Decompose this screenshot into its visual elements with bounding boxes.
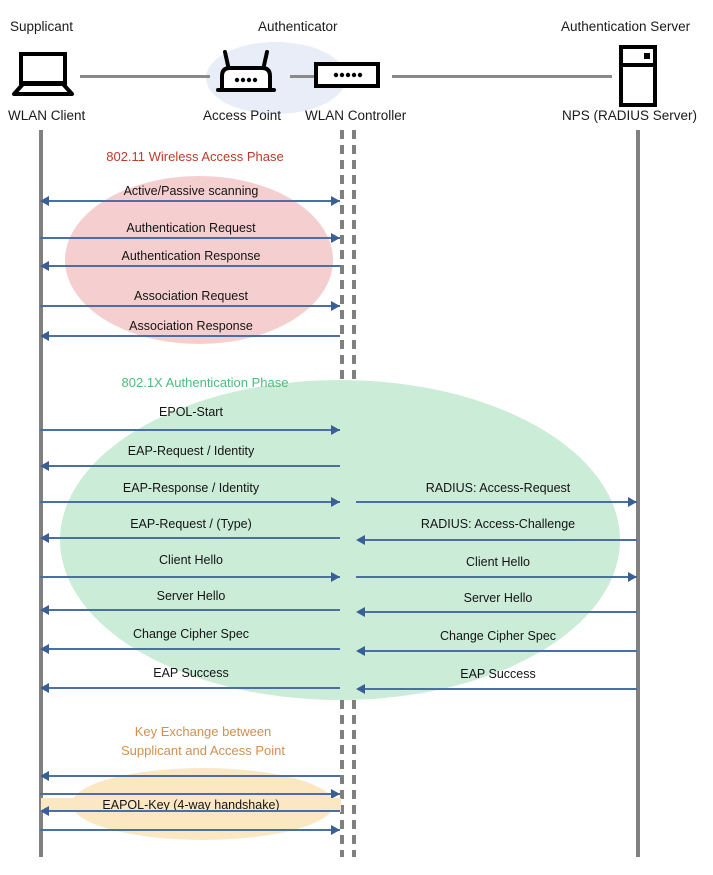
- arrowhead-right-icon: [331, 789, 340, 799]
- message-label: Authentication Response: [121, 249, 261, 263]
- arrowhead-left-icon: [356, 646, 365, 656]
- message-line: [44, 775, 340, 777]
- message-line: [44, 335, 340, 337]
- arrowhead-left-icon: [40, 605, 49, 615]
- laptop-icon: [12, 52, 74, 103]
- arrowhead-right-icon: [628, 572, 637, 582]
- actor-device-access-point: Access Point: [203, 108, 282, 123]
- message-label: Change Cipher Spec: [132, 627, 250, 641]
- arrowhead-left-icon: [40, 196, 49, 206]
- link-client-to-ap: [80, 75, 210, 78]
- message-line: [44, 609, 340, 611]
- message-line: [40, 829, 340, 831]
- message-line: [40, 305, 340, 307]
- message-line: [44, 265, 340, 267]
- server-icon: [618, 45, 658, 112]
- message-line: [44, 810, 340, 812]
- message-label: Association Response: [129, 319, 253, 333]
- wireless-access-phase-shape: [65, 176, 333, 344]
- message-line: [356, 576, 637, 578]
- message-label: RADIUS: Access-Challenge: [420, 517, 576, 531]
- arrowhead-right-icon: [331, 233, 340, 243]
- message-label: Association Request: [134, 289, 248, 303]
- message-label: Server Hello: [156, 589, 226, 603]
- message-label: Change Cipher Spec: [439, 629, 557, 643]
- arrowhead-right-icon: [331, 196, 340, 206]
- arrowhead-right-icon: [331, 497, 340, 507]
- link-controller-to-server: [392, 75, 612, 78]
- actor-device-nps-radius-server: NPS (RADIUS Server): [562, 108, 698, 123]
- actor-device-wlan-controller: WLAN Controller: [305, 108, 407, 123]
- arrowhead-left-icon: [40, 771, 49, 781]
- actor-role-authentication-server: Authentication Server: [561, 19, 691, 34]
- message-line: [44, 537, 340, 539]
- actor-role-supplicant: Supplicant: [10, 19, 74, 34]
- message-label: RADIUS: Access-Request: [425, 481, 571, 495]
- arrowhead-right-icon: [331, 572, 340, 582]
- arrowhead-left-icon: [40, 533, 49, 543]
- actor-device-wlan-client: WLAN Client: [8, 108, 86, 123]
- message-label: Client Hello: [466, 555, 530, 569]
- arrowhead-left-icon: [40, 261, 49, 271]
- message-label: EAP-Request / Identity: [127, 444, 255, 458]
- message-line: [360, 650, 637, 652]
- arrowhead-right-icon: [331, 825, 340, 835]
- message-label: Authentication Request: [126, 221, 256, 235]
- arrowhead-left-icon: [356, 607, 365, 617]
- key-exchange-phase-title-line1: Key Exchange between: [134, 724, 272, 739]
- message-line: [40, 576, 340, 578]
- arrowhead-left-icon: [40, 806, 49, 816]
- message-label: Server Hello: [463, 591, 533, 605]
- message-label: Client Hello: [159, 553, 223, 567]
- message-label: Active/Passive scanning: [123, 184, 259, 198]
- dot1x-authentication-phase-title: 802.1X Authentication Phase: [121, 375, 289, 390]
- message-label: EAP-Response / Identity: [122, 481, 260, 495]
- eapol-key-handshake-label: EAPOL-Key (4-way handshake): [41, 798, 341, 812]
- message-line: [44, 200, 340, 202]
- arrowhead-left-icon: [40, 644, 49, 654]
- arrowhead-right-icon: [628, 497, 637, 507]
- arrowhead-left-icon: [40, 461, 49, 471]
- message-label: EPOL-Start: [159, 405, 223, 419]
- arrowhead-left-icon: [40, 683, 49, 693]
- actor-role-authenticator: Authenticator: [258, 19, 338, 34]
- message-line: [40, 429, 340, 431]
- arrowhead-right-icon: [331, 301, 340, 311]
- message-line: [44, 648, 340, 650]
- message-line: [40, 793, 340, 795]
- lifeline-authentication-server: [636, 130, 640, 857]
- key-exchange-phase-title-line2: Supplicant and Access Point: [120, 743, 286, 758]
- message-label: EAP-Request / (Type): [130, 517, 252, 531]
- message-line: [40, 501, 340, 503]
- access-point-icon: [216, 50, 276, 103]
- message-line: [360, 539, 637, 541]
- lifeline-supplicant: [39, 130, 43, 857]
- message-line: [44, 687, 340, 689]
- link-ap-to-controller: [290, 75, 314, 78]
- arrowhead-left-icon: [356, 535, 365, 545]
- arrowhead-left-icon: [356, 684, 365, 694]
- message-line: [40, 237, 340, 239]
- message-line: [360, 688, 637, 690]
- message-line: [356, 501, 637, 503]
- message-line: [44, 465, 340, 467]
- wlan-controller-icon: [314, 62, 380, 93]
- wireless-access-phase-title: 802.11 Wireless Access Phase: [106, 149, 284, 164]
- arrowhead-left-icon: [40, 331, 49, 341]
- message-label: EAP Success: [153, 666, 229, 680]
- message-line: [360, 611, 637, 613]
- message-label: EAP Success: [460, 667, 536, 681]
- arrowhead-right-icon: [331, 425, 340, 435]
